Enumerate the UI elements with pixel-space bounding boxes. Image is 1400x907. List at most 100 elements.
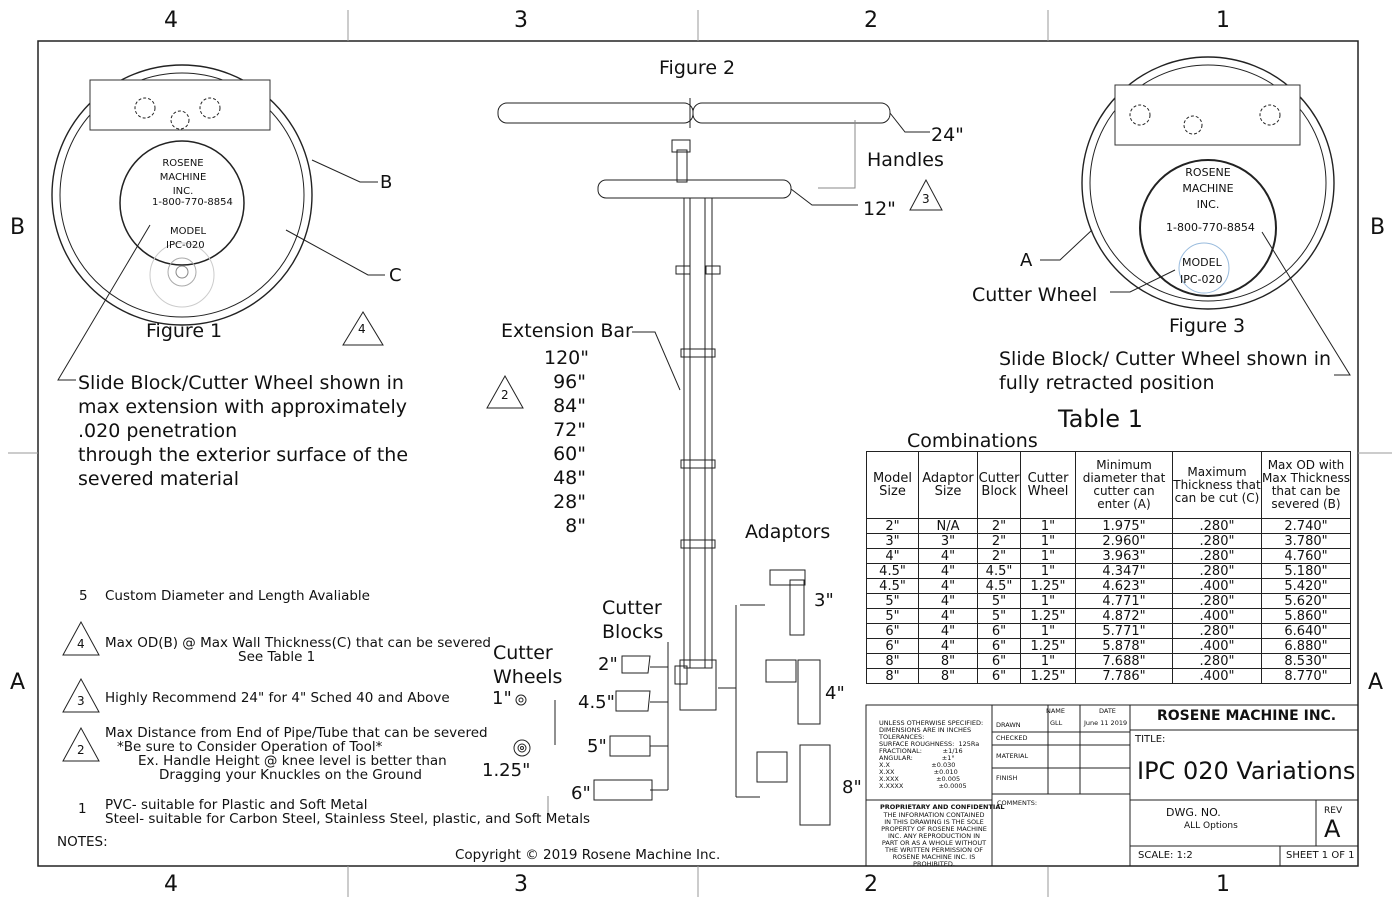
table-row: 6"4"6"1"5.771".280"6.640" — [866, 623, 1351, 639]
cutter-block-5: 5" — [587, 736, 607, 757]
table-cell: 5" — [977, 608, 1021, 624]
note-2-line1: Max Distance from End of Pipe/Tube that … — [105, 725, 488, 741]
note-5-text: Custom Diameter and Length Avaliable — [105, 588, 370, 604]
note-markers — [62, 620, 549, 819]
table-cell: 6" — [977, 638, 1021, 654]
extension-triangle-label: 2 — [501, 388, 509, 402]
table-cell: 2" — [866, 518, 919, 534]
table-cell: 4" — [918, 563, 978, 579]
callout-a: A — [1020, 250, 1033, 271]
table-row: 4.5"4"4.5"1.25"4.623".400"5.420" — [866, 578, 1351, 594]
dwg-no-label: DWG. NO. — [1166, 806, 1221, 819]
table-cell: 6" — [977, 668, 1021, 684]
table-row: 3"3"2"1"2.960".280"3.780" — [866, 533, 1351, 549]
cutter-wheel-1-25: 1.25" — [482, 760, 531, 781]
table-cell: 1" — [1020, 593, 1076, 609]
zone-bottom-4: 4 — [164, 872, 178, 897]
drawn-label: DRAWN — [996, 721, 1021, 729]
table-1-subtitle: Combinations — [907, 430, 1038, 452]
figure-3-model-label: MODEL — [1182, 256, 1222, 269]
table-cell: 8" — [918, 668, 978, 684]
table-cell: 5" — [866, 608, 919, 624]
figure-3-drawing — [1040, 56, 1351, 376]
note-1-line1: PVC- suitable for Plastic and Soft Metal — [105, 797, 368, 813]
table-cell: .400" — [1172, 638, 1262, 654]
cutter-wheel-1: 1" — [492, 688, 512, 709]
cutter-block-2: 2" — [598, 654, 618, 675]
zone-bottom-2: 2 — [864, 872, 878, 897]
figure-1-drawing — [51, 64, 385, 381]
note-3-marker: 3 — [77, 694, 85, 708]
figure-1-triangle-label: 4 — [358, 322, 366, 336]
table-cell: 5" — [866, 593, 919, 609]
table-cell: 3.963" — [1075, 548, 1173, 564]
proprietary-text: THE INFORMATION CONTAINED IN THIS DRAWIN… — [881, 811, 987, 868]
table-cell: 7.688" — [1075, 653, 1173, 669]
note-2-line2: *Be sure to Consider Operation of Tool* — [117, 739, 383, 755]
zone-top-3: 3 — [514, 8, 528, 33]
table-cell: 6" — [977, 623, 1021, 639]
combinations-table: Model Size Adaptor Size Cutter Block Cut… — [866, 451, 1351, 684]
note-2-line4: Dragging your Knuckles on the Ground — [159, 767, 422, 783]
table-cell: .280" — [1172, 518, 1262, 534]
header-cutter-block: Cutter Block — [977, 451, 1021, 519]
table-cell: 4.347" — [1075, 563, 1173, 579]
table-cell: 4" — [866, 548, 919, 564]
handle-24-label: 24" — [931, 124, 964, 146]
table-row: 8"8"6"1.25"7.786".400"8.770" — [866, 668, 1351, 684]
table-cell: 5" — [977, 593, 1021, 609]
table-cell: 4" — [918, 578, 978, 594]
table-header-row: Model Size Adaptor Size Cutter Block Cut… — [866, 451, 1351, 519]
table-row: 8"8"6"1"7.688".280"8.530" — [866, 653, 1351, 669]
proprietary-title: PROPRIETARY AND CONFIDENTIAL — [880, 803, 1005, 811]
zone-top-1: 1 — [1216, 8, 1230, 33]
table-cell: 4.5" — [977, 563, 1021, 579]
table-cell: 4.5" — [866, 578, 919, 594]
table-row: 4"4"2"1"3.963".280"4.760" — [866, 548, 1351, 564]
drawn-date: June 11 2019 — [1084, 719, 1128, 727]
table-cell: 4.760" — [1261, 548, 1351, 564]
table-cell: 1.25" — [1020, 668, 1076, 684]
table-cell: .400" — [1172, 668, 1262, 684]
figure-1-model-label: MODEL — [170, 226, 207, 237]
note-2-marker: 2 — [77, 743, 85, 757]
figure-3-phone: 1-800-770-8854 — [1166, 221, 1255, 234]
table-cell: 1" — [1020, 563, 1076, 579]
table-cell: 5.860" — [1261, 608, 1351, 624]
table-row: 4.5"4"4.5"1"4.347".280"5.180" — [866, 563, 1351, 579]
handles-label: Handles — [867, 149, 944, 171]
cutter-wheel-callout: Cutter Wheel — [972, 284, 1098, 306]
table-cell: .280" — [1172, 533, 1262, 549]
rev-value: A — [1324, 815, 1341, 843]
zone-right-a: A — [1368, 670, 1384, 695]
table-cell: 1.25" — [1020, 638, 1076, 654]
table-cell: 4.872" — [1075, 608, 1173, 624]
checked-label: CHECKED — [996, 734, 1028, 742]
comments-label: COMMENTS: — [997, 799, 1038, 807]
sheet: SHEET 1 OF 1 — [1286, 850, 1355, 861]
note-4-line2: See Table 1 — [238, 649, 316, 665]
figure-1-title: Figure 1 — [146, 320, 223, 342]
table-cell: 6.640" — [1261, 623, 1351, 639]
figure-1-model: IPC-020 — [166, 240, 205, 251]
cutter-block-4-5: 4.5" — [578, 692, 615, 713]
table-cell: 7.786" — [1075, 668, 1173, 684]
note-2-line3: Ex. Handle Height @ knee level is better… — [138, 753, 447, 769]
table-cell: 3.780" — [1261, 533, 1351, 549]
handle-12-label: 12" — [863, 198, 896, 220]
note-4-marker: 4 — [77, 637, 85, 651]
table-cell: 4.5" — [866, 563, 919, 579]
table-cell: 4" — [918, 638, 978, 654]
notes-label: NOTES: — [57, 834, 108, 850]
table-cell: .280" — [1172, 593, 1262, 609]
callout-c: C — [389, 265, 402, 286]
note-1-marker: 1 — [78, 801, 87, 817]
extension-lengths: 120"96"84"72"60"48"28"8" — [544, 347, 590, 537]
title-block-lines — [865, 704, 1359, 867]
table-cell: N/A — [918, 518, 978, 534]
col-date: DATE — [1099, 707, 1116, 715]
